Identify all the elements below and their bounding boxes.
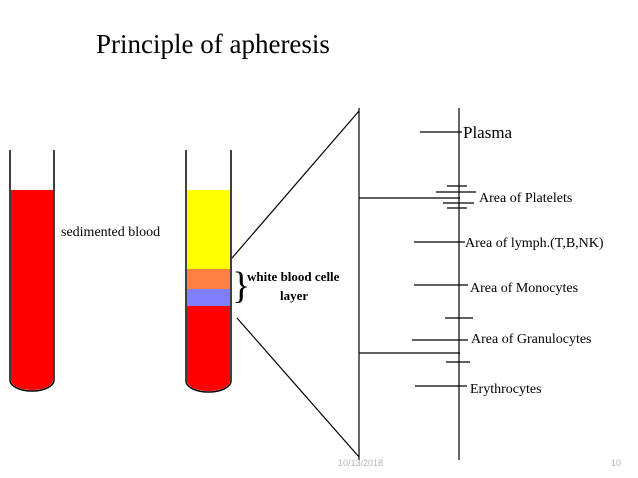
tube-left: [9, 150, 55, 392]
label-platelets: Area of Platelets: [479, 191, 572, 206]
layer-plasma: [187, 190, 230, 269]
label-plasma: Plasma: [463, 123, 513, 142]
sedimented-blood-label: sedimented blood: [61, 225, 160, 240]
magnify-lines: [231, 108, 460, 460]
label-monocytes: Area of Monocytes: [470, 281, 578, 296]
tube-right-outline: [185, 150, 232, 393]
layer-buffy-lower: [187, 289, 230, 306]
brace-icon: }: [232, 265, 250, 307]
wbc-layer-label-line1: white blood celle: [247, 269, 340, 284]
tube-right: [185, 150, 232, 393]
slide-number: 10: [611, 458, 621, 468]
tube-left-outline: [9, 150, 55, 392]
footer-date: 10/13/2018: [338, 458, 383, 468]
layer-buffy-upper: [187, 269, 230, 289]
label-granulocytes: Area of Granulocytes: [471, 332, 592, 347]
layer-red-cells: [187, 306, 230, 392]
scale-axis: [412, 108, 476, 460]
slide-title: Principle of apheresis: [96, 29, 330, 59]
wbc-layer-label-line2: layer: [280, 288, 308, 303]
label-erythrocytes: Erythrocytes: [470, 382, 542, 397]
tube-left-blood: [11, 190, 53, 390]
label-lymph: Area of lymph.(T,B,NK): [465, 236, 604, 251]
